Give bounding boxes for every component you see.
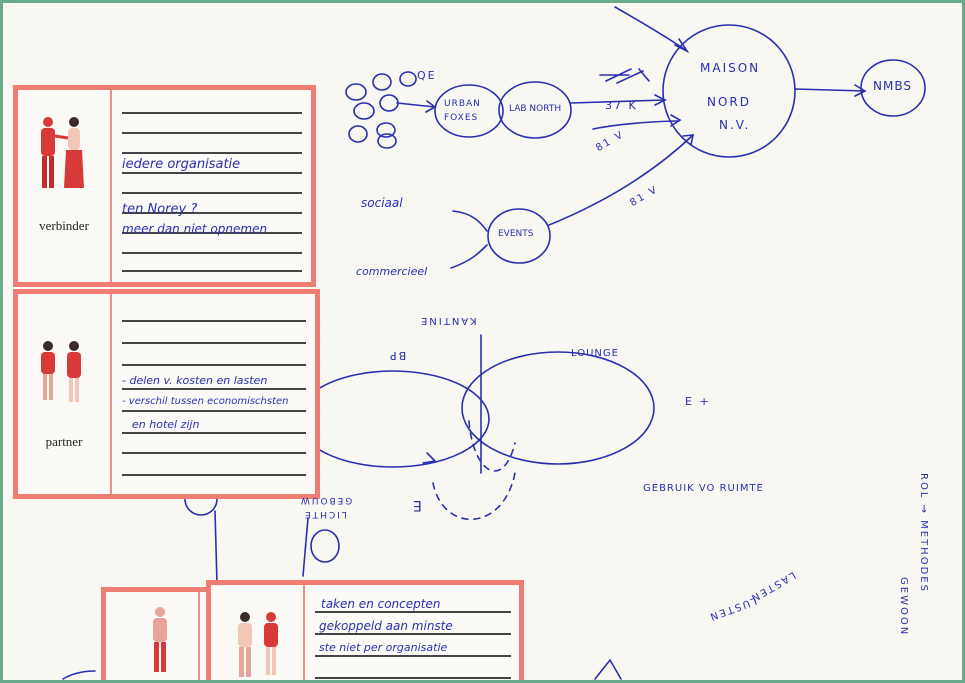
note: taken en concepten (321, 597, 441, 611)
sketch-label: EVENTS (498, 229, 534, 239)
note: meer dan niet opnemen (122, 222, 268, 236)
note: iedere organisatie (122, 157, 241, 172)
sketch-label: ROL → METHODES (918, 473, 929, 593)
role-card-partner: partner - delen v. kosten en lasten - ve… (13, 289, 320, 499)
sketch-label: GEBOUW (299, 495, 353, 505)
sketch-label: MAISON (700, 61, 761, 75)
sketch-label: LOUNGE (571, 348, 619, 359)
sketch-label: 37 K (605, 99, 638, 112)
people-illustration (41, 117, 84, 188)
note: en hotel zijn (132, 418, 200, 431)
sketch-label: commercieel (356, 265, 428, 278)
note: gekoppeld aan minste (319, 619, 453, 633)
note: - delen v. kosten en lasten (122, 374, 268, 387)
role-label: partner (45, 434, 83, 449)
sketch-label: E (411, 497, 422, 513)
people-illustration (238, 612, 278, 677)
sketch-label: NORD (707, 95, 751, 109)
note: - verschil tussen economischsten (122, 396, 289, 407)
card-divider (303, 585, 305, 680)
sketch-label: GEBRUIK VO RUIMTE (643, 483, 764, 494)
role-label: verbinder (39, 218, 89, 233)
card-divider (110, 294, 112, 494)
card-divider (198, 592, 200, 680)
note: ten Norey ? (122, 202, 198, 217)
person-illustration (153, 607, 167, 672)
role-card-verbinder: verbinder iedere organisatie ten Norey ?… (13, 85, 316, 287)
sketch-label: NMBS (873, 79, 912, 93)
sketch-label: sociaal (361, 196, 403, 210)
sketch-label: LICHTE (303, 509, 347, 519)
note: ste niet per organisatie (319, 641, 448, 654)
role-card-bottom: taken en concepten gekoppeld aan minste … (206, 580, 524, 680)
sketch-label: QE (417, 69, 437, 82)
sketch-label: E + (685, 395, 711, 408)
sketch-label: GEWOON (898, 577, 909, 637)
sketch-label: BP (388, 349, 407, 362)
sketch-label: N.V. (719, 118, 751, 132)
people-illustration (41, 341, 81, 402)
sketch-label: KANTINE (419, 315, 477, 326)
sketch-label: LAB NORTH (509, 104, 562, 114)
card-divider (110, 90, 112, 282)
sketch-label: URBAN FOXES (444, 99, 481, 123)
